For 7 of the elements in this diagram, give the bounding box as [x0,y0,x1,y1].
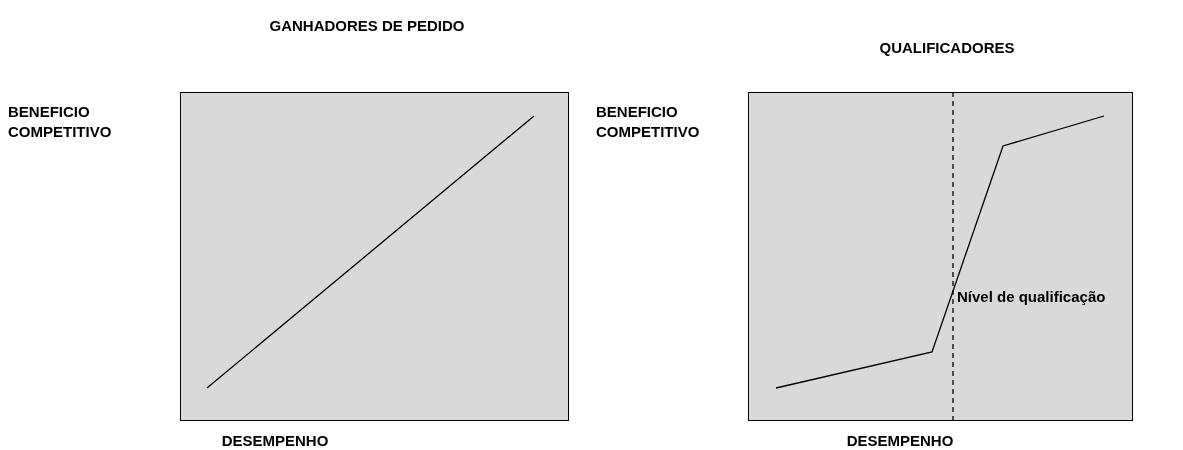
axis-label: BENEFICIO COMPETITIVO [8,102,113,142]
chart-title: GANHADORES DE PEDIDO [268,16,466,36]
axis-label: BENEFICIO COMPETITIVO [596,102,701,142]
threshold-label: Nível de qualificação [957,287,1107,307]
axis-label: DESEMPENHO [220,431,330,450]
axis-label: DESEMPENHO [845,431,955,450]
chart-title: QUALIFICADORES [878,38,1016,58]
